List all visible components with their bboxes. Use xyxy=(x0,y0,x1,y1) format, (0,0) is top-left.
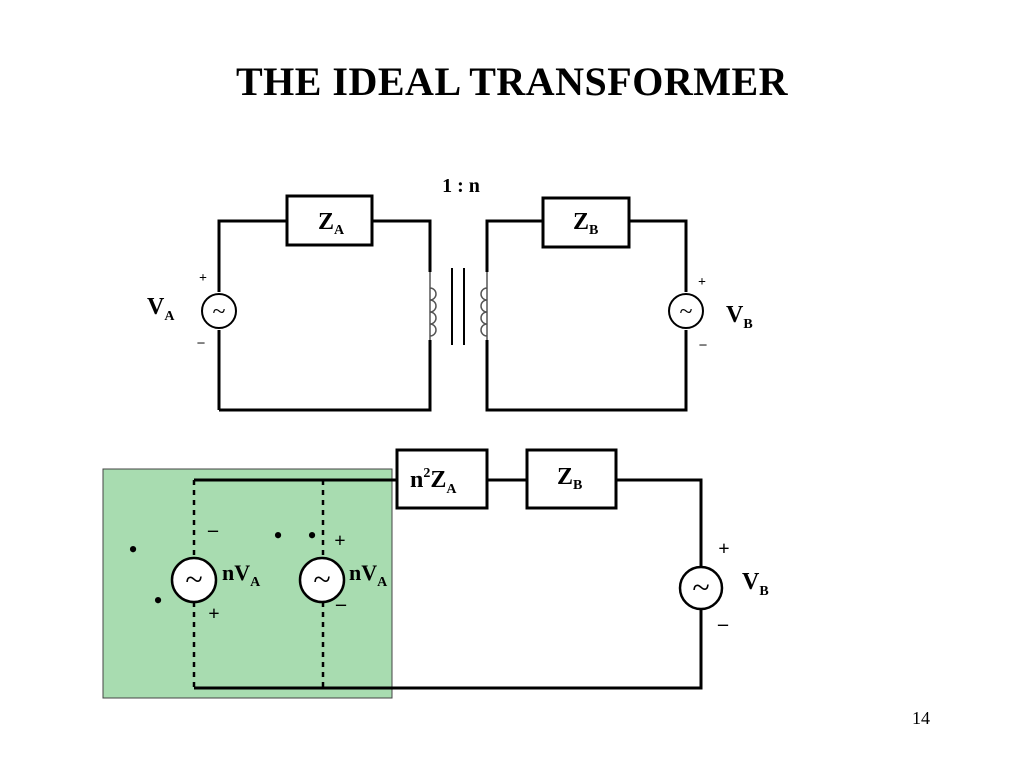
zb-label-top: ZB xyxy=(573,209,598,238)
vb-label-top: VB xyxy=(726,302,753,332)
va-source xyxy=(201,293,237,329)
vb-source-bottom-icon: ~ xyxy=(692,569,709,605)
bottom-dashed-wires xyxy=(192,480,325,688)
vb-source-top xyxy=(668,293,704,329)
transformer-symbol xyxy=(429,268,488,355)
source2-top-sign: + xyxy=(334,530,345,552)
polarity-dot-1: • xyxy=(128,535,137,564)
nva-label-2: nVA xyxy=(349,560,388,590)
reflected-za-box xyxy=(395,448,489,510)
polarity-dot-3: • xyxy=(273,521,282,550)
top-circuit xyxy=(217,219,688,412)
reflected-za-label: n2ZA xyxy=(410,466,457,497)
zb-box-bottom xyxy=(525,448,618,510)
nva-source-2 xyxy=(298,556,346,604)
top-right-wire-b xyxy=(485,330,688,412)
polarity-dot-4: • xyxy=(307,521,316,550)
vb-bottom-minus: – xyxy=(717,613,729,635)
source1-top-sign: – xyxy=(207,519,219,541)
va-source-icon: ~ xyxy=(213,299,226,325)
va-plus: + xyxy=(199,271,207,286)
top-left-wire-c xyxy=(219,340,432,412)
bottom-circuit-wires xyxy=(194,478,703,690)
bottom-top-wire-right xyxy=(616,478,703,567)
nva-source-1-icon: ~ xyxy=(185,561,202,597)
va-label: VA xyxy=(147,294,175,324)
secondary-coil xyxy=(480,287,488,337)
slide-title: THE IDEAL TRANSFORMER xyxy=(235,59,789,104)
turns-ratio-label: 1 : n xyxy=(442,175,480,197)
vb-source-top-icon: ~ xyxy=(680,299,693,325)
source1-bottom-sign: + xyxy=(208,603,219,625)
top-right-wire-c xyxy=(629,219,688,292)
va-minus: – xyxy=(197,335,206,350)
vb-source-bottom xyxy=(678,565,724,611)
za-label: ZA xyxy=(318,209,345,238)
top-right-wire-a xyxy=(485,219,543,272)
zb-label-bottom: ZB xyxy=(557,464,582,493)
nva-source-2-icon: ~ xyxy=(313,561,330,597)
vb-top-minus: – xyxy=(699,337,708,352)
top-left-wire-a xyxy=(217,219,287,292)
vb-top-plus: + xyxy=(698,275,706,290)
page-number: 14 xyxy=(912,708,930,728)
nva-label-1: nVA xyxy=(222,560,261,590)
nva-source-1 xyxy=(170,556,218,604)
zb-box-top xyxy=(541,196,631,249)
primary-coil xyxy=(429,287,437,337)
za-box xyxy=(285,194,374,247)
top-left-wire-d xyxy=(372,219,432,272)
bottom-return-wire xyxy=(194,610,703,690)
vb-bottom-plus: + xyxy=(718,538,729,560)
source2-bottom-sign: – xyxy=(335,593,347,615)
polarity-dot-2: • xyxy=(153,586,162,615)
vb-label-bottom: VB xyxy=(742,569,769,599)
